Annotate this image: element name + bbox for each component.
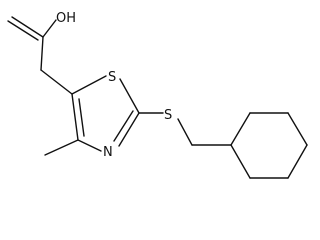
bond-c5-s1 [71, 75, 107, 95]
bond-c4-methyl [44, 139, 79, 156]
ring-sulfur-label: S [108, 70, 116, 85]
chemical-structure: OH S S N [7, 11, 308, 179]
bond-ch2-ring [40, 69, 73, 95]
cyclohexane-bond-6 [230, 144, 251, 179]
cyclohexane-bond-4 [287, 144, 308, 179]
cyclohexane-ring [230, 112, 308, 179]
bond-s1-c2 [119, 78, 140, 114]
bond-c2-n3-1 [118, 112, 140, 147]
bond-c-oh [42, 19, 57, 38]
bond-c-o-double-2 [7, 20, 39, 41]
bond-c-o-double-1 [11, 16, 44, 38]
structure-canvas: OH S S N [7, 11, 308, 179]
ring-nitrogen-label: N [103, 145, 113, 160]
bond-c4-c5-1 [71, 93, 79, 141]
bond-c2-n3-2 [113, 110, 134, 142]
hydroxyl-label: OH [56, 11, 76, 26]
thioether-sulfur-label: S [164, 108, 172, 123]
thioether-linkage [138, 112, 232, 146]
bond-s-ch2 [177, 118, 193, 146]
acetic-acid-group [7, 16, 73, 95]
bond-n3-c4 [77, 139, 102, 152]
cyclohexane-bond-3 [287, 112, 308, 146]
thiazole-ring [44, 75, 140, 156]
cyclohexane-bond-1 [230, 112, 251, 146]
bond-cooh-ch2 [40, 36, 44, 71]
bond-c4-c5-2 [78, 98, 85, 137]
